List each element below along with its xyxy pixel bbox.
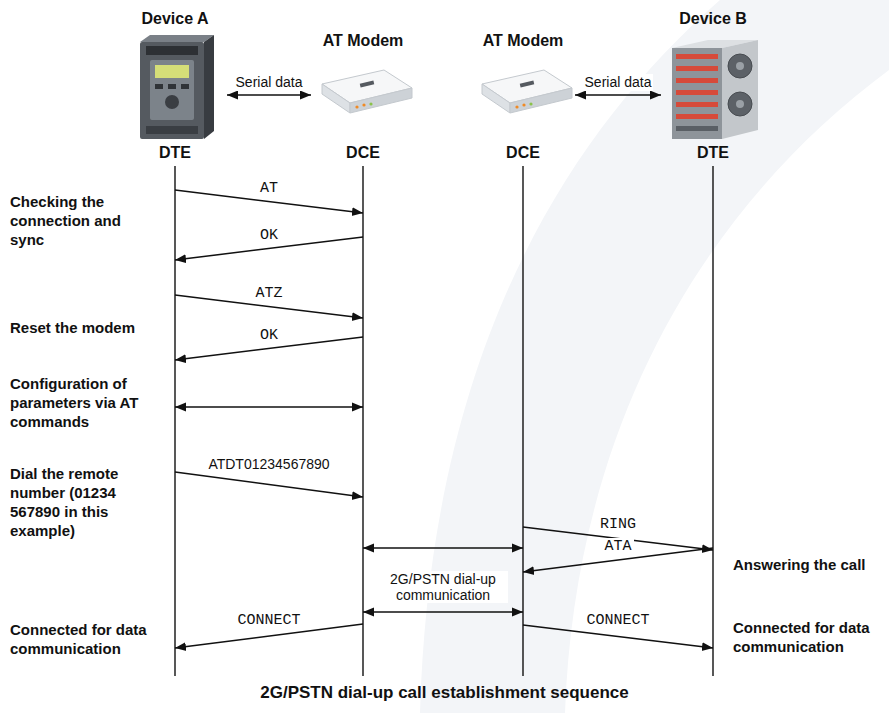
modem-side <box>350 88 412 113</box>
participant-name: AT Modem <box>313 32 413 50</box>
link-label: Serial data <box>234 74 305 91</box>
inverter-key <box>168 84 176 89</box>
step-description: Dial the remote number (01234 567890 in … <box>10 464 150 540</box>
lifeline <box>522 166 523 676</box>
modem-led <box>362 103 365 106</box>
inverter-key <box>155 84 163 89</box>
lifeline <box>362 166 363 676</box>
inverter-vent <box>146 46 198 55</box>
server-stripe <box>676 114 718 119</box>
participant-name: AT Modem <box>473 32 573 50</box>
server-stripe <box>676 90 718 95</box>
participant-box: AT ModemDCE <box>313 30 413 164</box>
server-fan <box>728 54 752 78</box>
modem-led <box>355 105 358 108</box>
server-front <box>672 48 722 139</box>
message-arrow <box>175 406 363 408</box>
server-side <box>722 40 758 139</box>
participant-box: Device A DTE <box>125 6 225 164</box>
step-description: Checking the connection and sync <box>10 192 138 249</box>
serial-link-arrow <box>227 94 311 96</box>
message-label: CONNECT <box>584 612 651 629</box>
modem-side <box>510 88 572 113</box>
message-label: CONNECT <box>235 612 302 629</box>
serial-link-arrow <box>575 94 661 96</box>
message-label: OK <box>258 327 280 344</box>
modem-front <box>322 84 350 113</box>
server-stripe <box>676 78 718 83</box>
message-arrow <box>363 611 523 613</box>
participant-role: DCE <box>313 144 413 162</box>
modem-illustration <box>322 70 412 113</box>
inverter-dial <box>165 95 179 109</box>
participant-role: DTE <box>125 144 225 162</box>
message-arrow <box>175 472 363 497</box>
link-label: Serial data <box>583 74 654 91</box>
modem-illustration <box>482 70 572 113</box>
lifeline <box>712 166 713 676</box>
inverter-vent <box>146 126 198 134</box>
inverter-illustration <box>140 35 214 139</box>
link-description: 2G/PSTN dial-up communication <box>378 571 508 603</box>
message-label: RING <box>598 516 638 533</box>
lifeline <box>174 166 175 676</box>
inverter-display <box>155 65 189 78</box>
message-label: AT <box>258 180 280 197</box>
modem-led <box>522 103 525 106</box>
server-illustration <box>672 40 758 139</box>
participant-role: DCE <box>473 144 573 162</box>
participant-box: Device B DTE <box>663 6 763 164</box>
swoosh-band <box>420 0 889 713</box>
inverter-key <box>181 84 189 89</box>
server-stripe <box>676 102 718 107</box>
server-stripe <box>676 66 718 71</box>
step-description: Configuration of parameters via AT comma… <box>10 374 155 431</box>
step-description: Connected for data communication <box>733 618 881 656</box>
server-fan-hub <box>736 62 744 70</box>
modem-logo <box>520 80 535 87</box>
modem-logo <box>360 80 375 87</box>
step-description: Reset the modem <box>10 318 155 337</box>
inverter-side <box>204 35 214 139</box>
message-arrow <box>363 547 523 549</box>
modem-led <box>369 102 372 105</box>
participant-role: DTE <box>663 144 763 162</box>
server-fan-hub <box>736 100 744 108</box>
participant-box: AT ModemDCE <box>473 30 573 164</box>
participant-name: Device A <box>125 10 225 28</box>
message-label: OK <box>258 227 280 244</box>
message-label: ATDT01234567890 <box>206 456 331 473</box>
server-fan <box>728 92 752 116</box>
server-stripe <box>676 126 718 131</box>
inverter-panel <box>150 60 194 120</box>
inverter-body <box>140 42 204 139</box>
step-description: Answering the call <box>733 555 883 574</box>
modem-led <box>515 105 518 108</box>
message-label: ATZ <box>253 285 284 302</box>
participant-name: Device B <box>663 10 763 28</box>
message-label: ATA <box>602 538 633 555</box>
diagram-caption: 2G/PSTN dial-up call establishment seque… <box>0 683 889 703</box>
modem-front <box>482 84 510 113</box>
server-stripe <box>676 54 718 59</box>
modem-led <box>529 102 532 105</box>
step-description: Connected for data communication <box>10 620 160 658</box>
inverter-top <box>140 35 214 42</box>
